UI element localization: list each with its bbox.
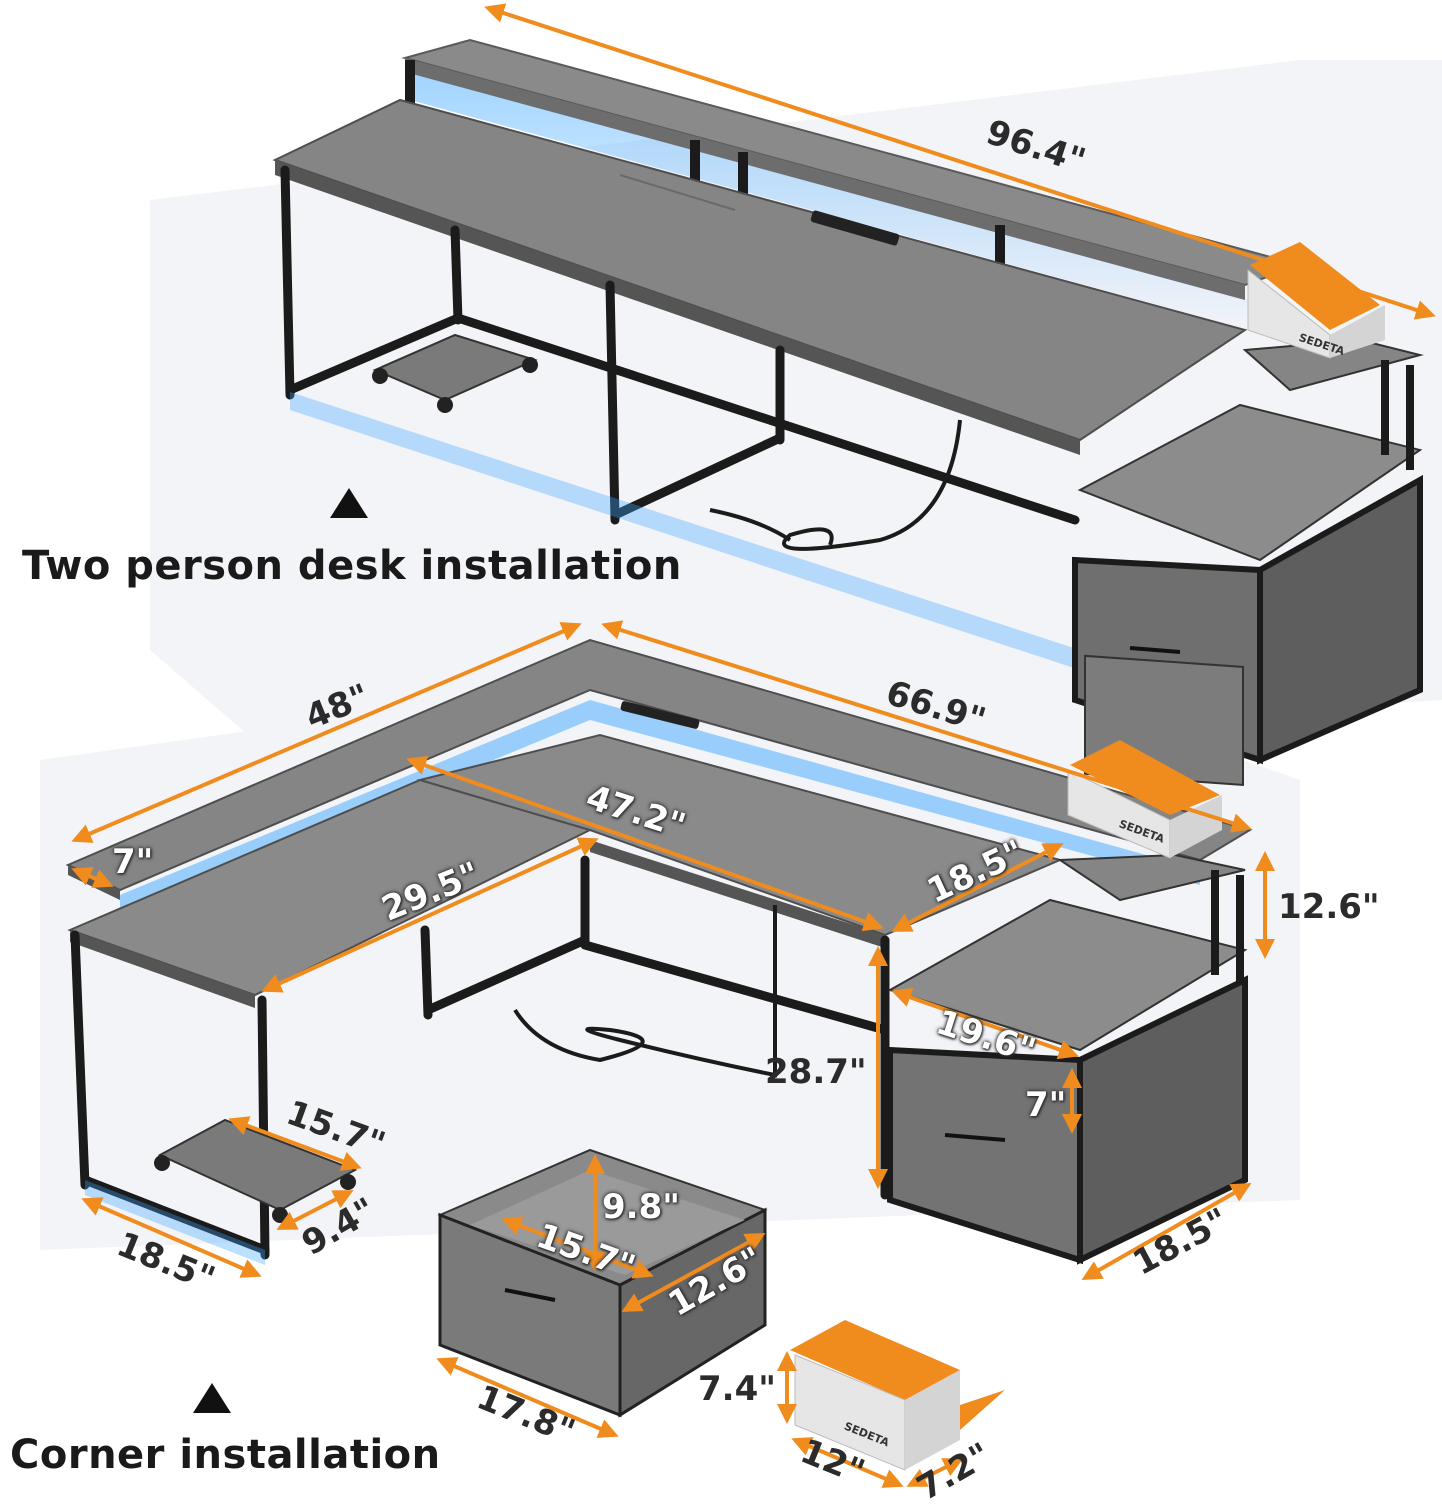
dim-drawer-front: 7" — [1025, 1085, 1067, 1125]
dimension-arrows — [71, 3, 1436, 1488]
dim-shelf-depth: 7" — [112, 842, 154, 882]
dim-desk-height: 28.7" — [765, 1052, 867, 1092]
dim-box-height: 7.4" — [698, 1369, 776, 1409]
dim-riser-height: 12.6" — [1278, 887, 1380, 927]
caption-corner: Corner installation — [10, 1432, 441, 1478]
dim-drawer-height: 9.8" — [602, 1187, 680, 1227]
triangle-up-icon — [330, 488, 368, 518]
triangle-up-icon — [193, 1383, 231, 1413]
caption-two-person: Two person desk installation — [22, 543, 682, 589]
